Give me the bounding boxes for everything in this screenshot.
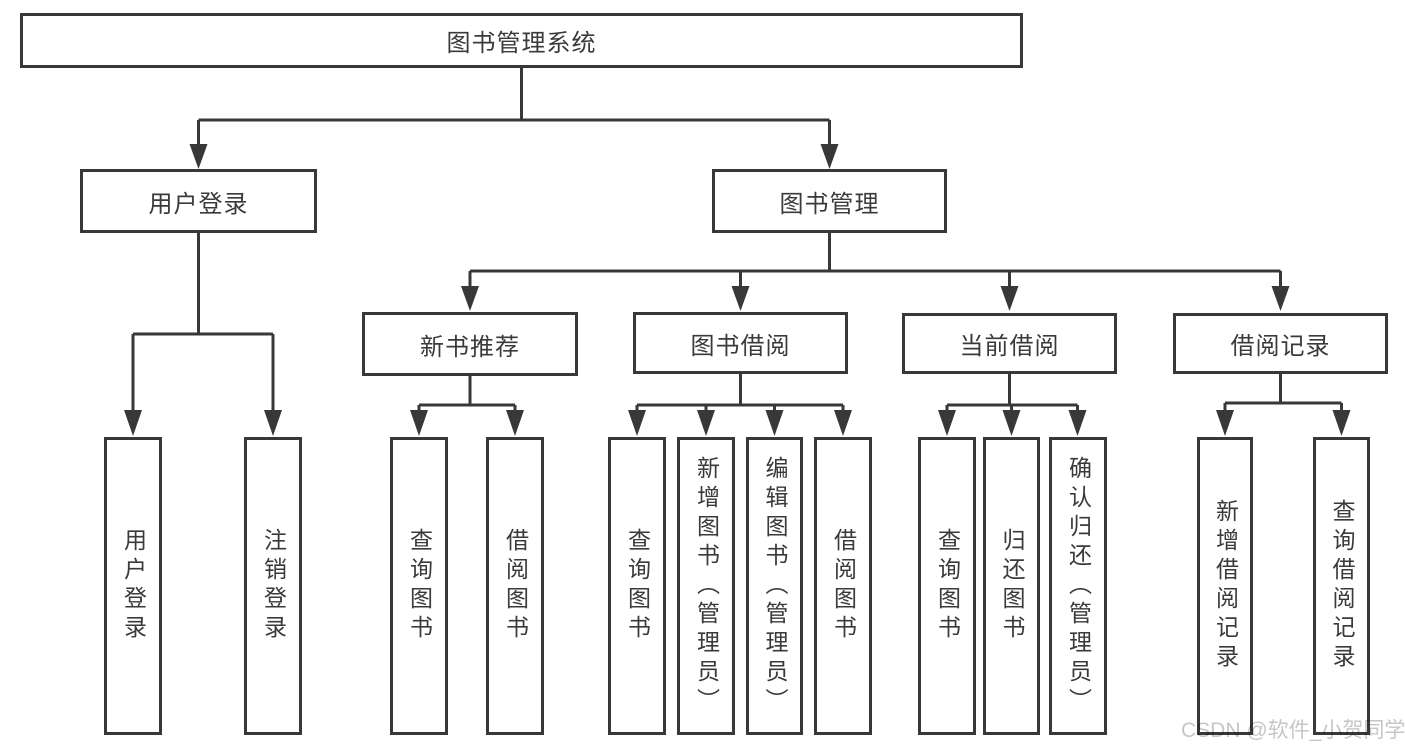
leaf-query-books-borrow: 查询图书 — [608, 437, 666, 735]
connector-borrow-records-to-leaves — [1216, 374, 1351, 436]
leaf-borrow-books-recommend: 借阅图书 — [486, 437, 544, 735]
node-new-book-recommend: 新书推荐 — [362, 312, 578, 376]
connector-new-book-recommend-to-leaves — [410, 376, 524, 436]
leaf-return-books: 归还图书 — [983, 437, 1040, 735]
connector-user-login-to-leaves — [124, 233, 282, 436]
node-user-login: 用户登录 — [80, 169, 317, 233]
leaf-borrow-books: 借阅图书 — [814, 437, 872, 735]
leaf-edit-book-admin: 编辑图书（管理员） — [746, 437, 803, 735]
csdn-watermark: CSDN @软件_小贺同学 — [1181, 719, 1405, 742]
connector-current-borrow-to-leaves — [938, 374, 1087, 436]
node-book-borrow: 图书借阅 — [633, 312, 848, 374]
leaf-query-books-recommend: 查询图书 — [390, 437, 448, 735]
node-book-management: 图书管理 — [712, 169, 947, 233]
node-library-management-system: 图书管理系统 — [20, 13, 1023, 68]
connector-root-to-level2 — [189, 68, 839, 169]
leaf-add-book-admin: 新增图书（管理员） — [677, 437, 735, 735]
leaf-add-borrow-record: 新增借阅记录 — [1197, 437, 1253, 735]
node-borrow-records: 借阅记录 — [1173, 313, 1388, 374]
leaf-query-borrow-record: 查询借阅记录 — [1313, 437, 1370, 735]
connector-book-management-to-level3 — [461, 233, 1290, 311]
leaf-confirm-return-admin: 确认归还（管理员） — [1049, 437, 1107, 735]
leaf-query-books-current: 查询图书 — [918, 437, 976, 735]
connector-book-borrow-to-leaves — [628, 374, 852, 436]
leaf-user-login: 用户登录 — [104, 437, 162, 735]
node-current-borrow: 当前借阅 — [902, 313, 1117, 374]
leaf-logout: 注销登录 — [244, 437, 302, 735]
